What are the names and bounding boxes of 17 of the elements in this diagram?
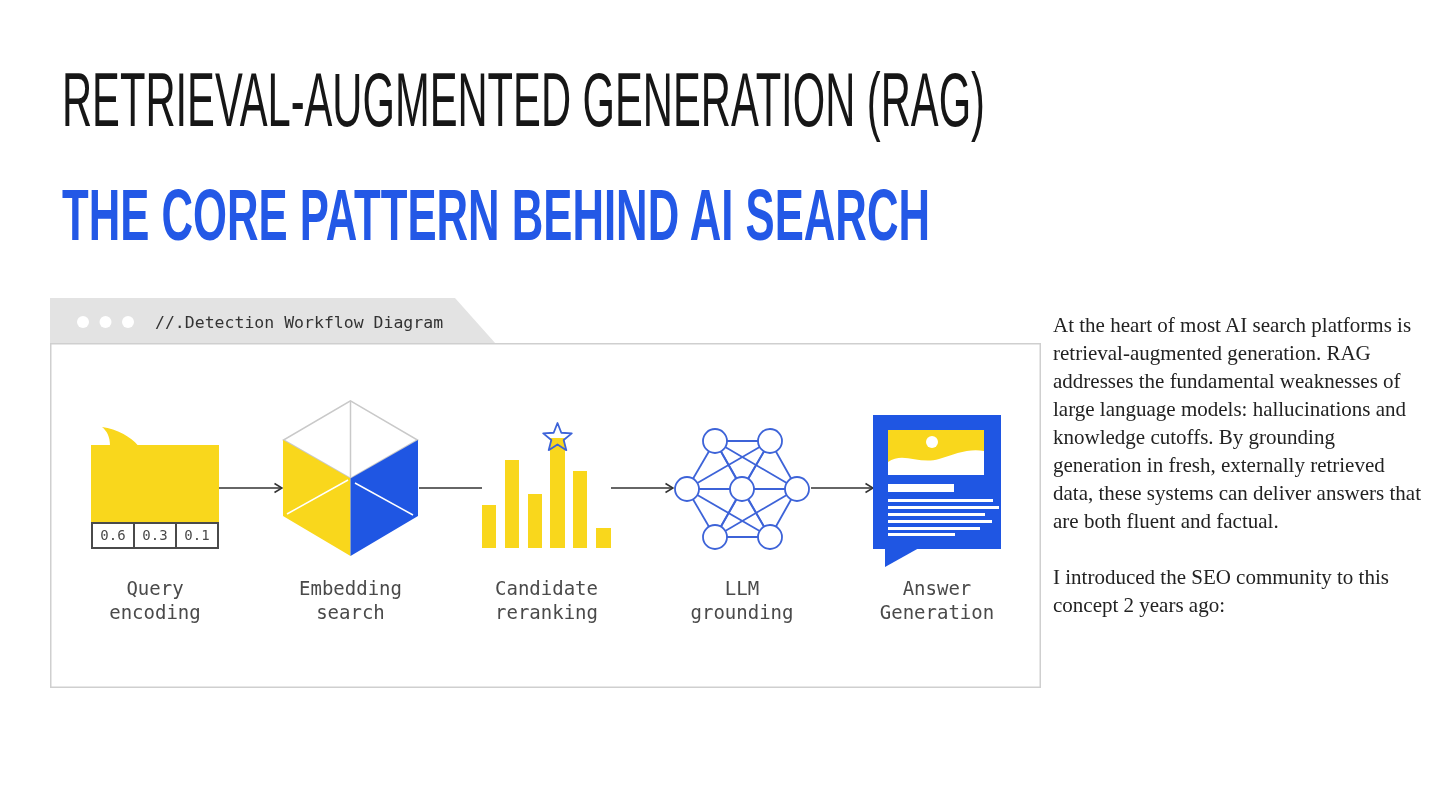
- connector-line: [418, 487, 483, 489]
- vector-value: 0.6: [91, 522, 135, 549]
- step-label: LLM grounding: [689, 576, 795, 624]
- step-label: Query encoding: [108, 576, 202, 624]
- vector-value: 0.3: [133, 522, 177, 549]
- step-label: Answer Generation: [878, 576, 996, 624]
- browser-window: [50, 298, 1041, 688]
- arrow: [810, 482, 874, 494]
- step-label: Embedding search: [298, 576, 403, 624]
- body-paragraph: At the heart of most AI search platforms is retrieval-augmented generation. RAG addresses the fundamental weaknesses of large language models: hallucinations and knowledge cutoffs. By grounding generation in fresh, externally retrieved data, these systems can deliver answers that are both fluent and factual.: [1053, 312, 1422, 535]
- slide-subtitle: THE CORE PATTERN BEHIND AI SEARCH: [62, 179, 930, 251]
- vector-value: 0.1: [175, 522, 219, 549]
- body-paragraph: I introduced the SEO community to this concept 2 years ago:: [1053, 564, 1390, 619]
- arrow: [610, 482, 674, 494]
- step-label: Candidate reranking: [494, 576, 599, 624]
- arrow: [218, 482, 283, 494]
- window-title: //.Detection Workflow Diagram: [155, 313, 444, 333]
